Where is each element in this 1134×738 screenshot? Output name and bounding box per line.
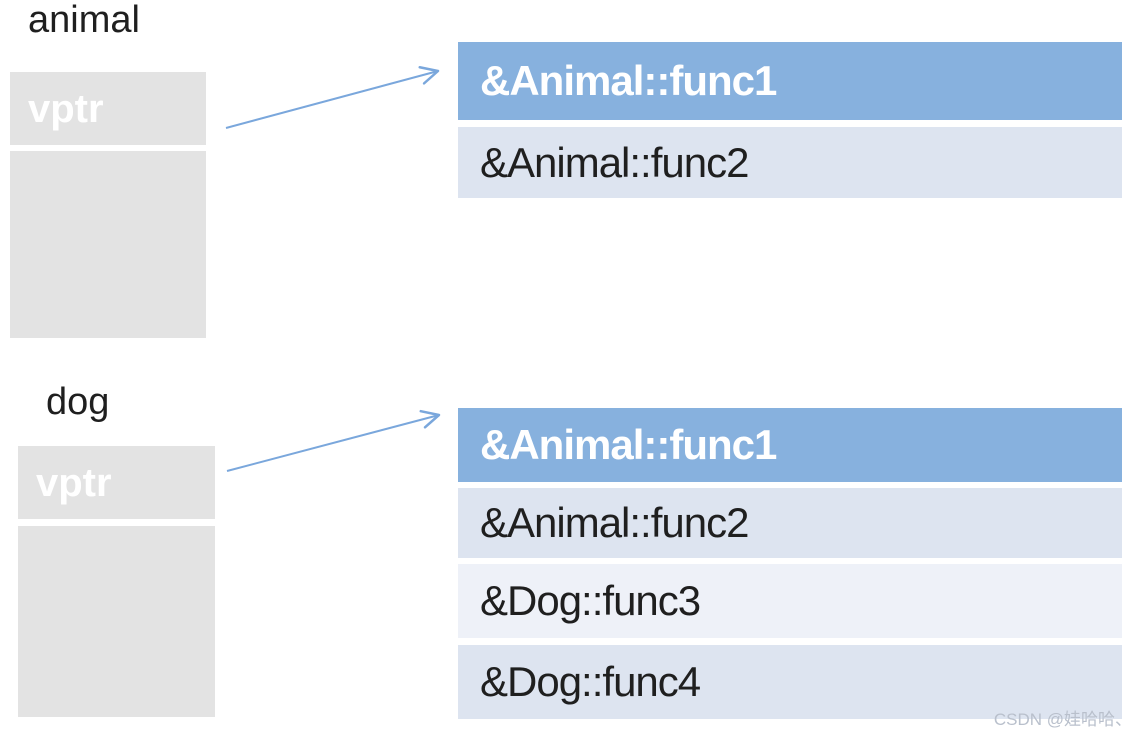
animal-object-label: animal <box>28 0 140 41</box>
csdn-watermark: CSDN @娃哈哈、 <box>993 710 1132 729</box>
animal-vtable: &Animal::func1 &Animal::func2 <box>458 42 1122 198</box>
dog-vtable-row-func2: &Animal::func2 <box>458 488 1122 558</box>
dog-vtable-cell-func1: &Animal::func1 <box>480 421 777 468</box>
dog-vtable-cell-func3: &Dog::func3 <box>480 577 701 624</box>
dog-vptr-label: vptr <box>36 460 112 505</box>
animal-vtable-row-func1: &Animal::func1 <box>458 42 1122 120</box>
dog-vtable-cell-func4: &Dog::func4 <box>480 658 701 705</box>
dog-vtable-row-func1: &Animal::func1 <box>458 408 1122 482</box>
animal-vptr-cell: vptr <box>10 72 206 145</box>
animal-vptr-arrow <box>225 66 440 129</box>
dog-vtable: &Animal::func1 &Animal::func2 &Dog::func… <box>458 408 1122 719</box>
dog-member-data-cell <box>18 526 215 717</box>
animal-member-data-cell <box>10 151 206 338</box>
dog-vptr-arrow <box>226 409 441 472</box>
animal-vtable-cell-func2: &Animal::func2 <box>480 138 749 186</box>
animal-vtable-row-func2: &Animal::func2 <box>458 127 1122 198</box>
dog-object-label: dog <box>46 381 110 423</box>
dog-vtable-cell-func2: &Animal::func2 <box>480 499 749 546</box>
animal-vtable-cell-func1: &Animal::func1 <box>480 57 777 104</box>
dog-vtable-row-func3: &Dog::func3 <box>458 564 1122 638</box>
dog-vptr-cell: vptr <box>18 446 215 519</box>
animal-vptr-label: vptr <box>28 86 104 131</box>
dog-vtable-row-func4: &Dog::func4 <box>458 645 1122 719</box>
